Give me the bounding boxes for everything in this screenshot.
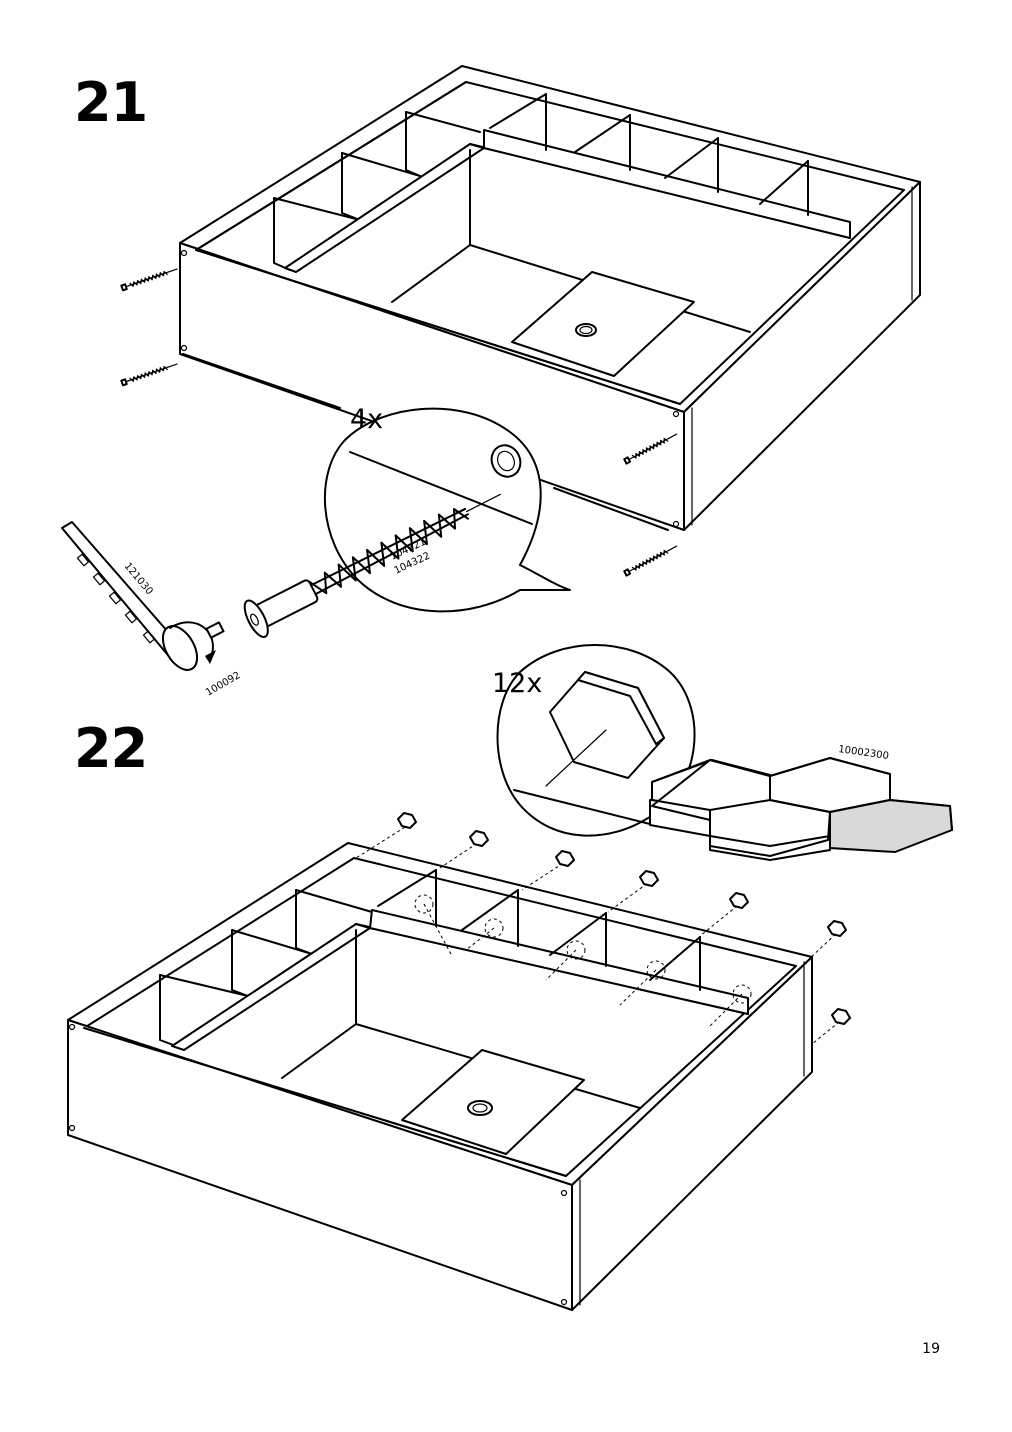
step22-pads [355, 812, 851, 1045]
step22-pad-sheet [649, 757, 954, 861]
step21-quantity: 4x [350, 404, 383, 435]
step21-callout-line [182, 353, 341, 409]
step22-detail-bubble [496, 644, 696, 837]
step21-screws [120, 268, 678, 577]
step-number-22: 22 [74, 717, 148, 780]
part-10002300: 10002300 [838, 744, 890, 762]
step-number-21: 21 [74, 71, 148, 134]
step22-quantity: 12x [492, 668, 542, 699]
part-100092: 100092 [204, 670, 243, 699]
step21-large-screw [243, 493, 501, 638]
step21-drawer-frame [179, 65, 921, 531]
step21-detail-bubble [323, 407, 669, 613]
page-number: 19 [922, 1341, 940, 1357]
step22-drawer-frame [67, 842, 813, 1311]
step21-allen-key [61, 521, 225, 671]
